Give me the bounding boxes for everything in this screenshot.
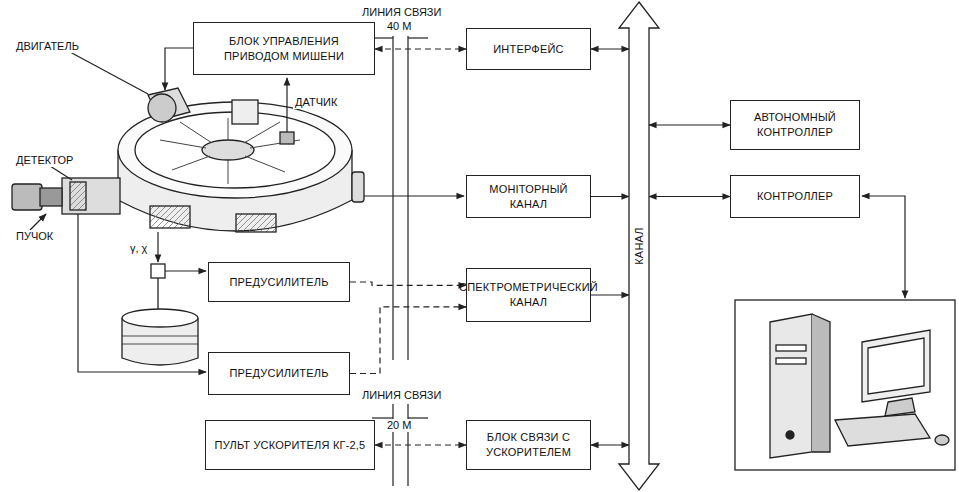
connector (591, 444, 629, 445)
connector (591, 196, 629, 197)
connector (375, 444, 466, 445)
block-label: СПЕКТРОМЕТРИЧЕСКИЙ КАНАЛ (459, 280, 598, 310)
block-box: БЛОК СВЯЗИ С УСКОРИТЕЛЕМ (466, 420, 591, 470)
block-label: ИНТЕРФЕЙС (493, 42, 563, 57)
part-label: ДВИГАТЕЛЬ (14, 40, 81, 53)
block-label: ПРЕДУСИЛИТЕЛЬ (229, 366, 328, 381)
part-label: ЛИНИЯ СВЯЗИ (360, 6, 443, 19)
computer (735, 300, 955, 470)
block-box: ПУЛЬТ УСКОРИТЕЛЯ КГ-2,5 (205, 420, 375, 470)
part-label: ЛИНИЯ СВЯЗИ (360, 389, 443, 402)
block-box: СПЕКТРОМЕТРИЧЕСКИЙ КАНАЛ (466, 268, 591, 322)
block-box: ИНТЕРФЕЙС (466, 28, 591, 70)
block-box: АВТОНОМНЫЙ КОНТРОЛЛЕР (730, 100, 860, 150)
connector (649, 196, 730, 197)
block-box: ПРЕДУСИЛИТЕЛЬ (208, 352, 350, 395)
block-label: ПУЛЬТ УСКОРИТЕЛЯ КГ-2,5 (215, 438, 366, 453)
part-label: 40 М (385, 20, 413, 33)
communication-line (372, 36, 428, 486)
part-label: 20 М (385, 419, 413, 432)
part-label: γ, χ (128, 242, 149, 255)
connector (375, 48, 466, 49)
block-box: МОНIТОРНЫЙ КАНАЛ (466, 175, 591, 218)
connector (591, 294, 629, 295)
part-label: ДЕТЕКТОР (14, 154, 75, 167)
connector (350, 282, 466, 285)
block-label: АВТОНОМНЫЙ КОНТРОЛЛЕР (737, 110, 853, 140)
connector (591, 48, 629, 49)
block-box: КОНТРОЛЛЕР (730, 175, 860, 218)
block-label: КАНАЛ (632, 227, 647, 265)
block-box: БЛОК УПРАВЛЕНИЯ ПРИВОДОМ МИШЕНИ (193, 22, 375, 75)
connector (350, 307, 466, 374)
block-box: ПРЕДУСИЛИТЕЛЬ (208, 262, 350, 302)
block-label: ПРЕДУСИЛИТЕЛЬ (229, 275, 328, 290)
block-label: МОНIТОРНЫЙ КАНАЛ (473, 182, 584, 212)
bus-arrow: КАНАЛ (629, 12, 649, 480)
part-label: ДАТЧИК (293, 96, 339, 109)
block-label: БЛОК УПРАВЛЕНИЯ ПРИВОДОМ МИШЕНИ (200, 34, 368, 64)
block-label: КОНТРОЛЛЕР (757, 189, 833, 204)
connector (649, 124, 730, 125)
block-label: БЛОК СВЯЗИ С УСКОРИТЕЛЕМ (473, 430, 584, 460)
part-label: ПУЧОК (14, 230, 55, 243)
target-chamber (12, 88, 364, 365)
